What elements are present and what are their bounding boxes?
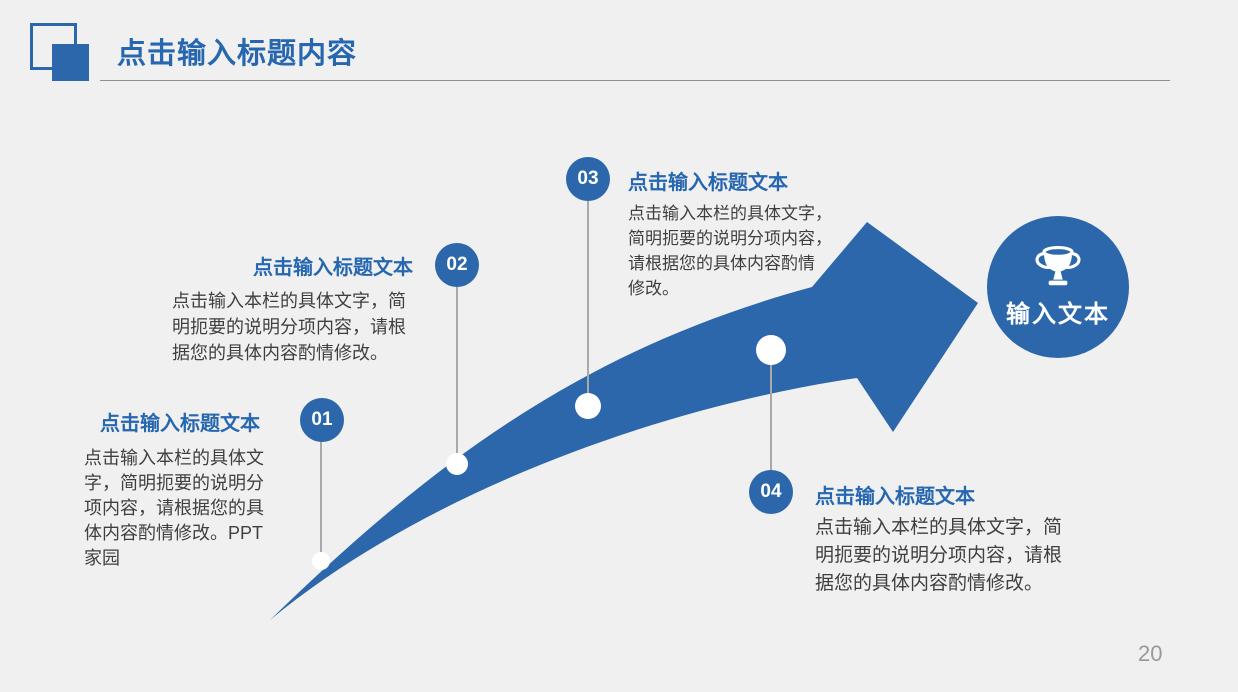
milestone-03-point-dot bbox=[575, 393, 601, 419]
milestone-02-title: 点击输入标题文本 bbox=[253, 257, 413, 279]
milestone-02-point-dot bbox=[446, 453, 468, 475]
arrow-shape bbox=[270, 222, 978, 620]
milestone-02-connector-line bbox=[456, 285, 458, 465]
milestone-01-title: 点击输入标题文本 bbox=[100, 413, 260, 435]
header-divider-line bbox=[100, 80, 1170, 81]
milestone-03-number-badge: 03 bbox=[566, 157, 610, 201]
page-number: 20 bbox=[1138, 641, 1163, 666]
milestone-01-number-badge: 01 bbox=[300, 398, 344, 442]
milestone-04-number-badge: 04 bbox=[749, 470, 793, 514]
milestone-02-body: 点击输入本栏的具体文字，简 明扼要的说明分项内容，请根 据您的具体内容酌情修改。 bbox=[172, 291, 406, 363]
milestone-03-title: 点击输入标题文本 bbox=[628, 172, 788, 194]
result-circle: 输入文本 bbox=[987, 216, 1129, 358]
milestone-02-number-badge: 02 bbox=[435, 243, 479, 287]
milestone-04-connector-line bbox=[770, 350, 772, 472]
milestone-01-body: 点击输入本栏的具体文 字，简明扼要的说明分 项内容，请根据您的具 体内容酌情修改… bbox=[84, 448, 264, 568]
trophy-icon bbox=[1035, 245, 1081, 285]
result-label: 输入文本 bbox=[1006, 300, 1110, 328]
slide-title: 点击输入标题内容 bbox=[117, 38, 358, 70]
milestone-04-title: 点击输入标题文本 bbox=[815, 486, 975, 508]
header-filled-square bbox=[52, 44, 89, 81]
milestone-04-point-dot bbox=[756, 335, 786, 365]
milestone-03-connector-line bbox=[587, 199, 589, 407]
milestone-01-connector-line bbox=[320, 440, 322, 562]
milestone-01-point-dot bbox=[312, 552, 330, 570]
milestone-04-body: 点击输入本栏的具体文字，简 明扼要的说明分项内容，请根 据您的具体内容酌情修改。 bbox=[815, 517, 1063, 594]
milestone-03-body: 点击输入本栏的具体文字， 简明扼要的说明分项内容， 请根据您的具体内容酌情 修改… bbox=[628, 204, 832, 298]
